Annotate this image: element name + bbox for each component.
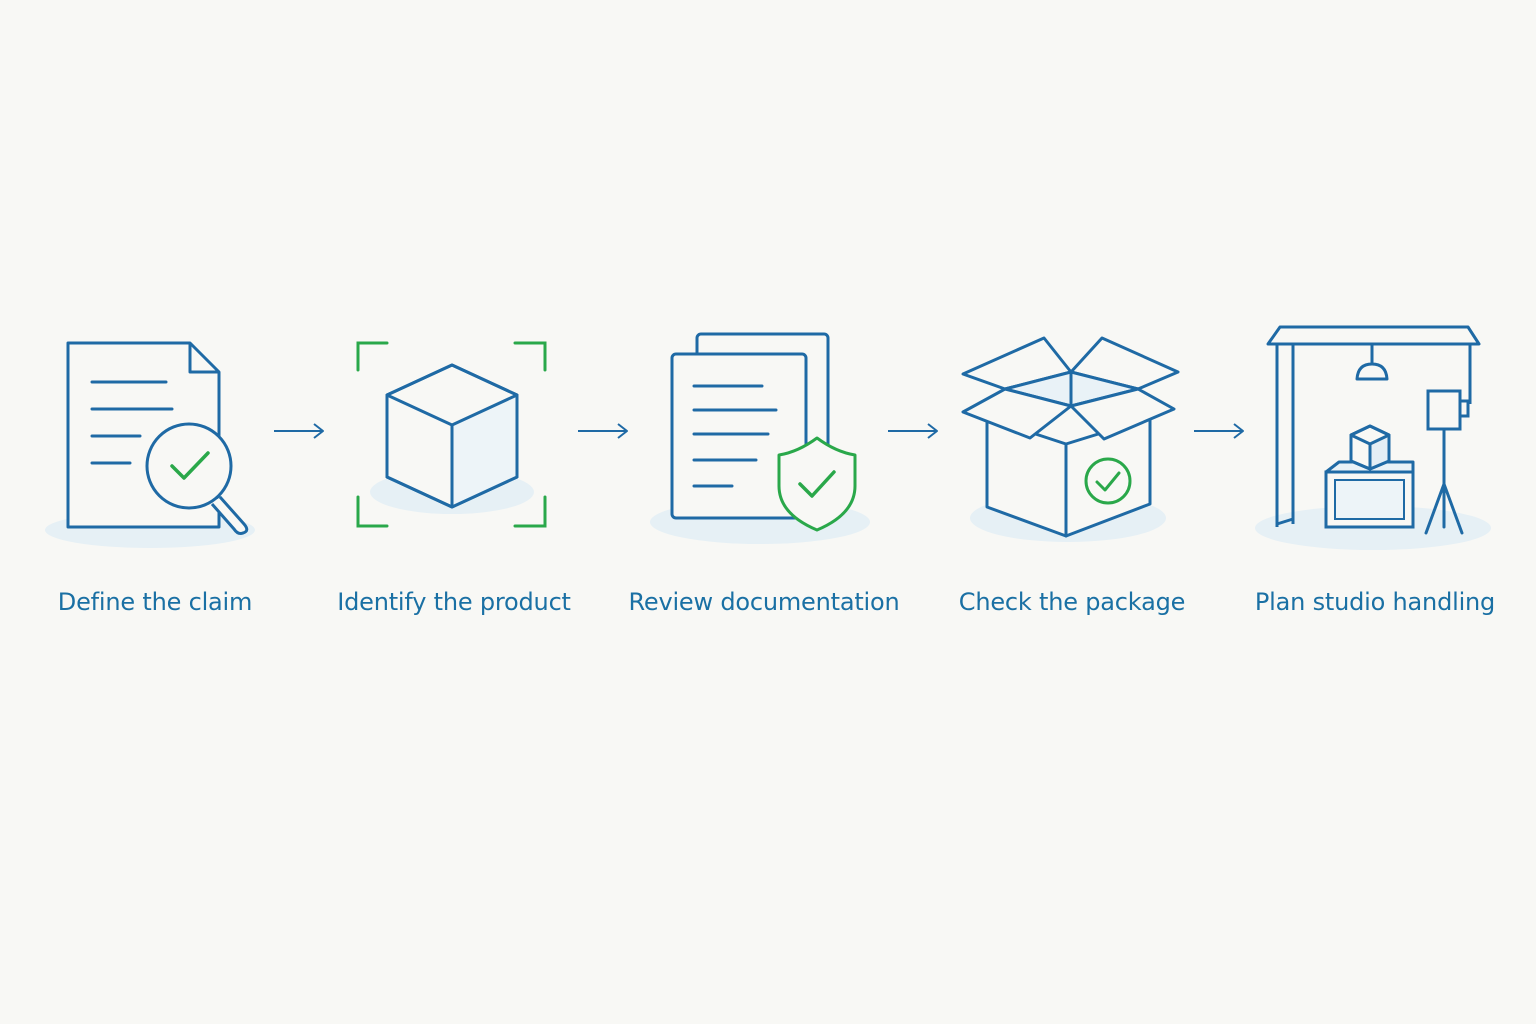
step-label: Identify the product (337, 588, 571, 616)
step-label: Review documentation (628, 588, 900, 616)
open-box-check-icon (961, 336, 1180, 542)
arrow-right-icon (578, 423, 628, 439)
step-label: Plan studio handling (1254, 588, 1496, 616)
arrow-right-icon (1194, 423, 1244, 439)
documents-shield-icon (650, 332, 870, 544)
cube-scan-icon (356, 341, 547, 528)
arrow-right-icon (888, 423, 938, 439)
arrow-right-icon (274, 423, 324, 439)
photo-studio-icon (1255, 325, 1491, 550)
document-magnifier-check-icon (45, 341, 255, 548)
step-label: Check the package (958, 588, 1186, 616)
step-label: Define the claim (57, 588, 253, 616)
